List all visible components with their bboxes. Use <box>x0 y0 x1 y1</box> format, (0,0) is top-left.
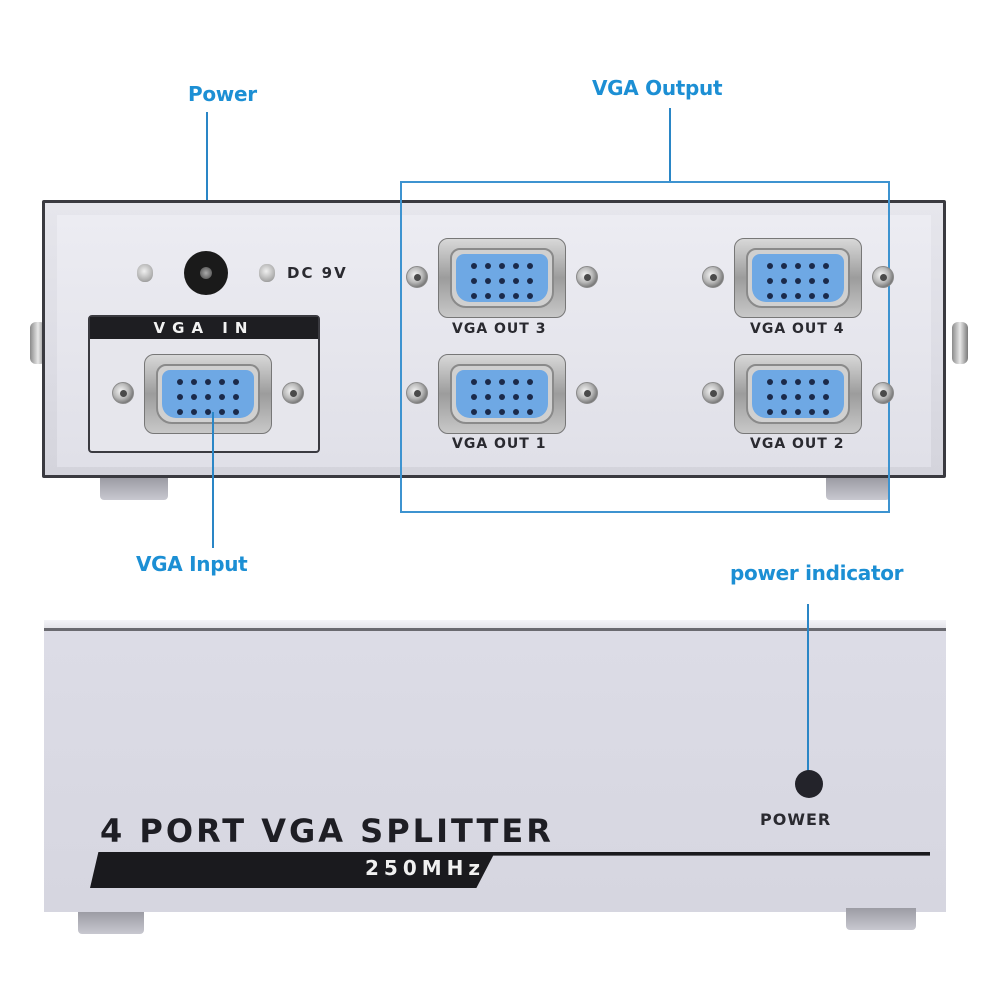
panel-screw-icon <box>137 264 153 282</box>
screw-icon <box>112 382 134 404</box>
screw-icon <box>406 266 428 288</box>
rear-left-foot <box>100 478 168 500</box>
vga-output-callout-label: VGA Output <box>592 76 723 100</box>
power-callout-label: Power <box>188 82 257 106</box>
screw-icon <box>872 382 894 404</box>
vga-in-port[interactable] <box>108 354 308 434</box>
vga-out-3-port[interactable] <box>402 238 602 318</box>
screw-icon <box>576 382 598 404</box>
vga-connector-icon <box>752 370 844 418</box>
front-panel-top-edge <box>44 620 946 630</box>
vga-in-label: VGA IN <box>90 317 318 339</box>
front-right-foot <box>846 908 916 930</box>
vga-output-callout-line <box>669 108 671 182</box>
power-indicator-callout-label: power indicator <box>730 561 904 585</box>
screw-icon <box>702 266 724 288</box>
vga-out-3-label: VGA OUT 3 <box>452 321 547 337</box>
vga-out-2-port[interactable] <box>698 354 898 434</box>
dc-power-jack[interactable] <box>184 251 228 295</box>
screw-icon <box>406 382 428 404</box>
vga-connector-icon <box>456 370 548 418</box>
front-left-foot <box>78 912 144 934</box>
vga-output-highlight-box <box>400 181 890 513</box>
rear-right-foot <box>826 478 890 500</box>
screw-icon <box>282 382 304 404</box>
vga-input-callout-label: VGA Input <box>136 552 248 576</box>
screw-icon <box>576 266 598 288</box>
vga-out-1-port[interactable] <box>402 354 602 434</box>
screw-icon <box>702 382 724 404</box>
power-led-indicator <box>795 770 823 798</box>
vga-connector-icon <box>162 370 254 418</box>
product-title: 4 PORT VGA SPLITTER <box>100 812 554 850</box>
vga-out-4-label: VGA OUT 4 <box>750 321 845 337</box>
power-indicator-callout-line <box>807 604 809 784</box>
vga-connector-icon <box>752 254 844 302</box>
right-side-screw <box>952 322 968 364</box>
vga-out-4-port[interactable] <box>698 238 898 318</box>
panel-screw-icon <box>259 264 275 282</box>
power-label: POWER <box>760 810 832 829</box>
screw-icon <box>872 266 894 288</box>
dc-voltage-label: DC 9V <box>287 264 348 282</box>
vga-input-callout-line <box>212 412 214 548</box>
vga-out-1-label: VGA OUT 1 <box>452 436 547 452</box>
power-callout-line <box>206 112 208 272</box>
vga-out-2-label: VGA OUT 2 <box>750 436 845 452</box>
vga-connector-icon <box>456 254 548 302</box>
frequency-label: 250MHz <box>365 856 486 880</box>
